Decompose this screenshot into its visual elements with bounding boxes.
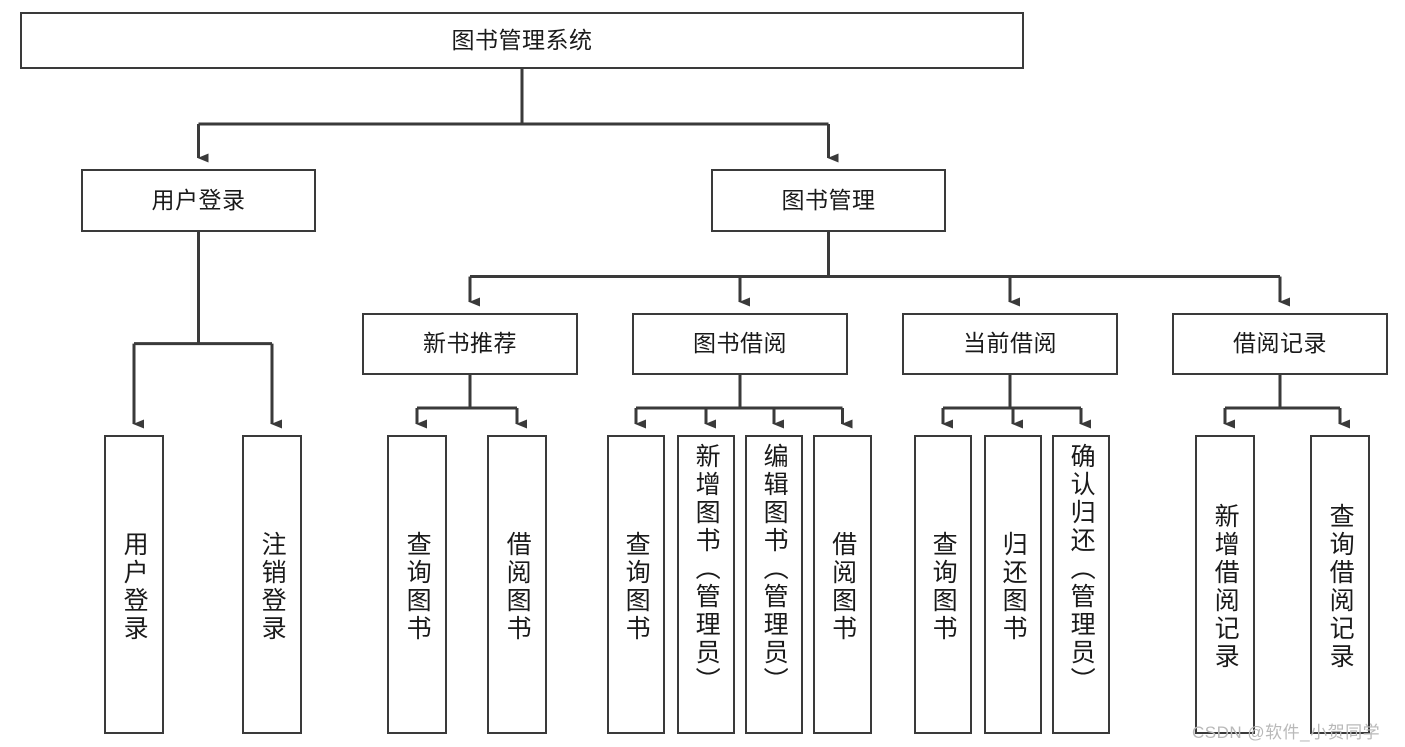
node-label: 图书管理 <box>781 186 876 213</box>
node-leaf-add-book[interactable]: 新增图书（管理员） <box>677 435 735 734</box>
node-leaf-user-login[interactable]: 用户登录 <box>104 435 164 734</box>
node-new-book-recommend[interactable]: 新书推荐 <box>362 313 578 375</box>
node-label: 编辑图书（管理员） <box>760 443 789 695</box>
node-leaf-return-book[interactable]: 归还图书 <box>984 435 1042 734</box>
node-label: 图书借阅 <box>693 330 787 357</box>
node-label: 注销登录 <box>258 530 287 643</box>
node-label: 借阅图书 <box>503 530 532 643</box>
node-root[interactable]: 图书管理系统 <box>20 12 1024 69</box>
node-leaf-add-borrow-record[interactable]: 新增借阅记录 <box>1195 435 1255 734</box>
node-book-manage[interactable]: 图书管理 <box>711 169 946 232</box>
node-label: 确认归还（管理员） <box>1067 443 1096 695</box>
node-label: 借阅记录 <box>1233 330 1327 357</box>
node-leaf-borrow-book[interactable]: 借阅图书 <box>813 435 872 734</box>
node-leaf-borrow-book-recommend[interactable]: 借阅图书 <box>487 435 547 734</box>
node-leaf-query-borrow-record[interactable]: 查询借阅记录 <box>1310 435 1370 734</box>
node-label: 新增图书（管理员） <box>692 443 721 695</box>
node-user-login[interactable]: 用户登录 <box>81 169 316 232</box>
csdn-watermark: CSDN @软件_小贺同学 <box>1192 723 1381 742</box>
node-label: 新增借阅记录 <box>1211 502 1240 671</box>
node-label: 借阅图书 <box>828 530 857 643</box>
node-book-borrow[interactable]: 图书借阅 <box>632 313 848 375</box>
node-label: 查询图书 <box>929 530 958 643</box>
node-leaf-query-book-borrow[interactable]: 查询图书 <box>607 435 665 734</box>
node-label: 查询借阅记录 <box>1326 502 1355 671</box>
node-leaf-logout-login[interactable]: 注销登录 <box>242 435 302 734</box>
node-borrow-record[interactable]: 借阅记录 <box>1172 313 1388 375</box>
node-label: 用户登录 <box>120 530 149 643</box>
node-label: 用户登录 <box>151 186 246 213</box>
node-label: 查询图书 <box>622 530 651 643</box>
node-label: 归还图书 <box>999 530 1028 643</box>
node-label: 当前借阅 <box>963 330 1057 357</box>
node-label: 图书管理系统 <box>451 26 593 53</box>
node-leaf-confirm-return[interactable]: 确认归还（管理员） <box>1052 435 1110 734</box>
node-leaf-edit-book[interactable]: 编辑图书（管理员） <box>745 435 803 734</box>
node-label: 新书推荐 <box>423 330 517 357</box>
node-label: 查询图书 <box>403 530 432 643</box>
node-leaf-query-book-current[interactable]: 查询图书 <box>914 435 972 734</box>
node-current-borrow[interactable]: 当前借阅 <box>902 313 1118 375</box>
node-leaf-query-book-recommend[interactable]: 查询图书 <box>387 435 447 734</box>
